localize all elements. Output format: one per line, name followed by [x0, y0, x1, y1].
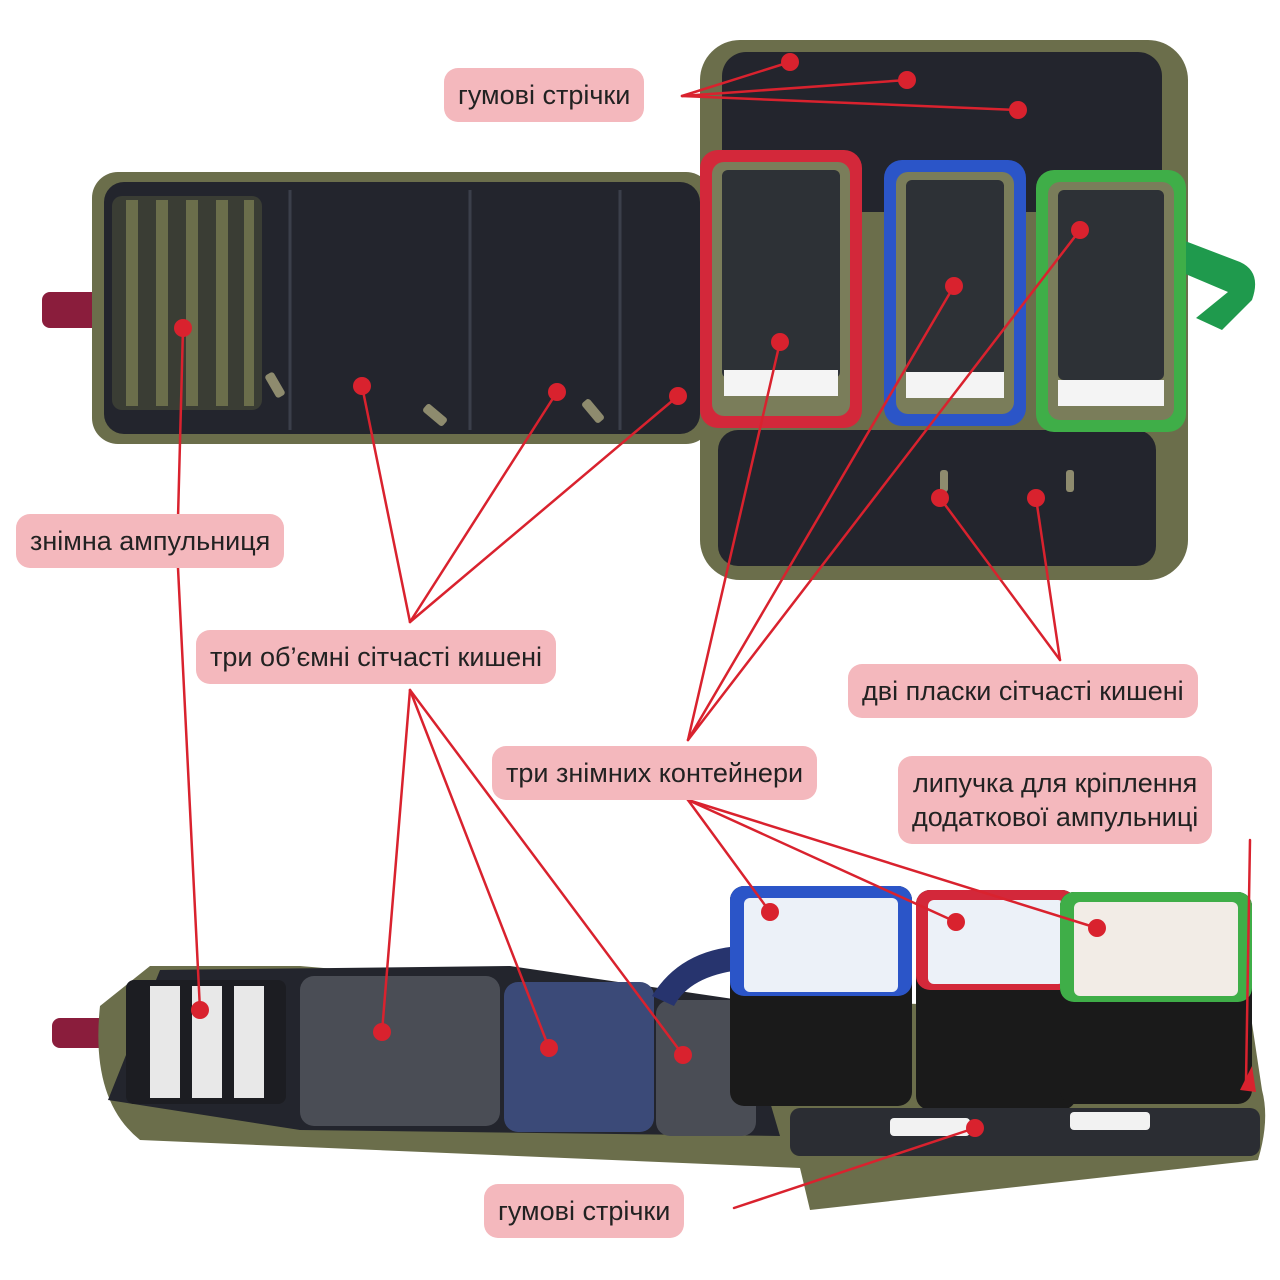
container-green-top: [1036, 170, 1186, 432]
bottom-mesh-pocket-1: [300, 976, 500, 1126]
ampoule-holder-top: [112, 196, 262, 410]
pull-tab-top: [42, 292, 104, 328]
container-red-bottom: [916, 890, 1076, 1110]
ampoule-holder-bottom: [126, 980, 286, 1104]
label-three-removable-containers: три знімних контейнери: [492, 746, 818, 800]
label-velcro-line-1: липучка для кріплення: [913, 768, 1198, 798]
bottom-view-backpack: [52, 886, 1266, 1210]
bottom-mesh-pocket-2: [504, 982, 654, 1132]
bottom-rubber-band-panel: [790, 1108, 1260, 1156]
label-velcro-attachment: липучка для кріплення додаткової ампульн…: [898, 756, 1213, 844]
green-strap: [1172, 236, 1256, 330]
navy-strap: [652, 946, 740, 1006]
label-rubber-bands-top: гумові стрічки: [444, 68, 645, 122]
callout-lines: [176, 60, 1252, 1210]
label-velcro-line-2: додаткової ампульниці: [912, 802, 1199, 832]
callout-dots: [174, 53, 1256, 1137]
label-three-mesh-pockets: три об’ємні сітчасті кишені: [196, 630, 556, 684]
container-green-bottom: [1060, 892, 1252, 1104]
label-rubber-bands-bottom: гумові стрічки: [484, 1184, 685, 1238]
label-two-flat-mesh-pockets: дві пласки сітчасті кишені: [848, 664, 1198, 718]
label-removable-ampoule-holder: знімна ампульниця: [16, 514, 285, 568]
top-view-backpack: [42, 40, 1256, 580]
container-blue-bottom: [730, 886, 912, 1106]
container-red-top: [700, 150, 862, 428]
